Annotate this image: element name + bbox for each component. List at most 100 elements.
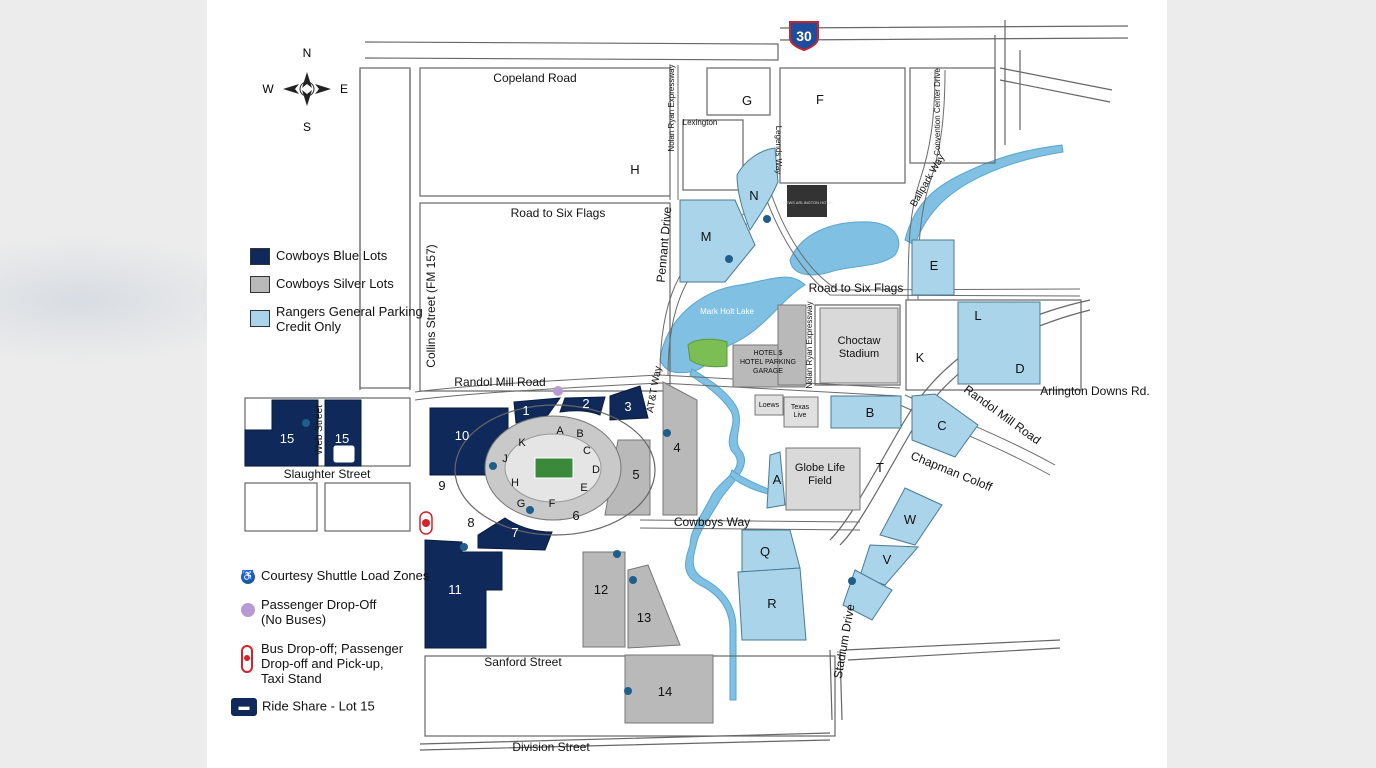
- legend-label: Cowboys Silver Lots: [276, 276, 394, 291]
- legend-shuttle: ♿ Courtesy Shuttle Load Zones: [241, 568, 429, 584]
- lot-label: V: [883, 552, 892, 567]
- legend-rideshare: ▬Ride Share - Lot 15: [231, 698, 375, 716]
- legend-label: Passenger Drop-Off: [261, 597, 377, 612]
- legend-label: Courtesy Shuttle Load Zones: [261, 568, 430, 583]
- shuttle-icon: [613, 550, 621, 558]
- pennant-drive-label: Pennant Drive: [654, 206, 675, 283]
- compass-w: W: [262, 82, 274, 96]
- lot-label: 11: [448, 582, 462, 597]
- shuttle-icon: [624, 687, 632, 695]
- interstate-30-shield: 30: [789, 21, 819, 52]
- lot-m: [679, 199, 756, 283]
- lot-label: 5: [632, 467, 639, 482]
- rideshare-car-icon: [332, 444, 356, 464]
- shuttle-icon: [460, 543, 468, 551]
- lot-r: [737, 567, 807, 641]
- north-creek: [904, 144, 1064, 246]
- lot-13: [627, 564, 681, 649]
- lexington-label: Lexington: [683, 118, 718, 127]
- legends-way-label: Legends Way: [774, 126, 783, 175]
- section-label: D: [592, 464, 600, 476]
- nolan-ryan-north-label: Nolan Ryan Expressway: [667, 64, 676, 151]
- lot-label: E: [930, 258, 939, 273]
- lot-label: W: [904, 512, 917, 527]
- legend-label: Credit Only: [276, 319, 342, 334]
- garage-tower: [777, 304, 807, 386]
- legend-silver-lots: Cowboys Silver Lots: [250, 276, 394, 294]
- lot-e: [911, 239, 955, 296]
- lot-label: 12: [594, 582, 608, 597]
- lot-label: 14: [658, 684, 672, 699]
- blue-swatch: [250, 248, 270, 266]
- lot-label: 13: [637, 610, 651, 625]
- car-icon: ▬: [231, 698, 257, 716]
- lot-label: G: [742, 93, 752, 108]
- lot-label: H: [630, 162, 639, 177]
- hotel-sign-label: LOEWS ARLINGTON HOTEL: [780, 200, 834, 205]
- hotel-sign: [787, 185, 827, 217]
- randol-mill-label: Randol Mill Road: [454, 375, 545, 389]
- lot-15-west: [244, 399, 319, 467]
- lot-v: [859, 544, 920, 586]
- arlington-downs-label: Arlington Downs Rd.: [1040, 384, 1149, 398]
- section-label: C: [583, 445, 591, 457]
- lot-label: 4: [673, 440, 680, 455]
- lot-label: 15: [335, 431, 349, 446]
- dropoff-icon: [241, 603, 255, 617]
- lot-label: C: [937, 418, 946, 433]
- section-label: E: [580, 482, 587, 494]
- lot-q: [741, 529, 801, 573]
- shuttle-icon: [663, 429, 671, 437]
- interstate-label: 30: [796, 28, 812, 44]
- green-park: [687, 338, 728, 368]
- street-labels: Copeland Road Road to Six Flags Road to …: [284, 64, 1150, 754]
- lot-label: 8: [467, 515, 474, 530]
- lot-label: 9: [438, 478, 445, 493]
- stadium-outer-ring: [454, 404, 656, 536]
- lot-12: [582, 551, 626, 648]
- shuttle-icon: [629, 576, 637, 584]
- copeland-road-label: Copeland Road: [493, 71, 576, 85]
- legend-label: Bus Drop-off; Passenger: [261, 641, 404, 656]
- lot-label: M: [701, 229, 712, 244]
- lot-label: F: [816, 92, 824, 107]
- legend-label: Cowboys Blue Lots: [276, 248, 388, 263]
- mark-holt-lake-label: Mark Holt Lake: [700, 307, 754, 316]
- lot-label: 7: [511, 525, 518, 540]
- legend-label: Rangers General Parking: [276, 304, 423, 319]
- shuttle-icon: ♿: [241, 569, 255, 584]
- shuttle-icon: [763, 215, 771, 223]
- lot-3: [609, 385, 649, 421]
- football-field: [534, 457, 574, 479]
- lot-label: R: [767, 596, 776, 611]
- lot-label: K: [916, 350, 925, 365]
- lot-b: [830, 395, 902, 429]
- lot-n: [736, 147, 779, 232]
- convention-label: Convention Center Drive: [933, 68, 942, 156]
- section-label: B: [576, 428, 583, 440]
- lot-label: Q: [760, 544, 770, 559]
- lot-label: L: [974, 308, 981, 323]
- shuttle-icon: [526, 506, 534, 514]
- section-label: K: [518, 437, 526, 449]
- att-stadium: [454, 404, 656, 536]
- lot-4: [662, 381, 698, 516]
- legend-label: Drop-off and Pick-up,: [261, 656, 384, 671]
- section-label: H: [511, 477, 519, 489]
- lot-label: D: [1015, 361, 1024, 376]
- globe-life-field: [785, 447, 861, 511]
- legend-dropoff: Passenger Drop-Off(No Buses): [241, 597, 376, 627]
- web-street-label: Web Street: [314, 405, 325, 455]
- lot-label: N: [749, 188, 758, 203]
- slaughter-street-label: Slaughter Street: [284, 467, 371, 481]
- compass-n: N: [303, 46, 312, 60]
- six-flags-east-label: Road to Six Flags: [809, 281, 904, 295]
- six-flags-west-label: Road to Six Flags: [511, 206, 606, 220]
- lot-14: [624, 654, 714, 724]
- stadium-section-labels: K A B C D E F G H J: [502, 425, 600, 510]
- shuttle-icon: [848, 577, 856, 585]
